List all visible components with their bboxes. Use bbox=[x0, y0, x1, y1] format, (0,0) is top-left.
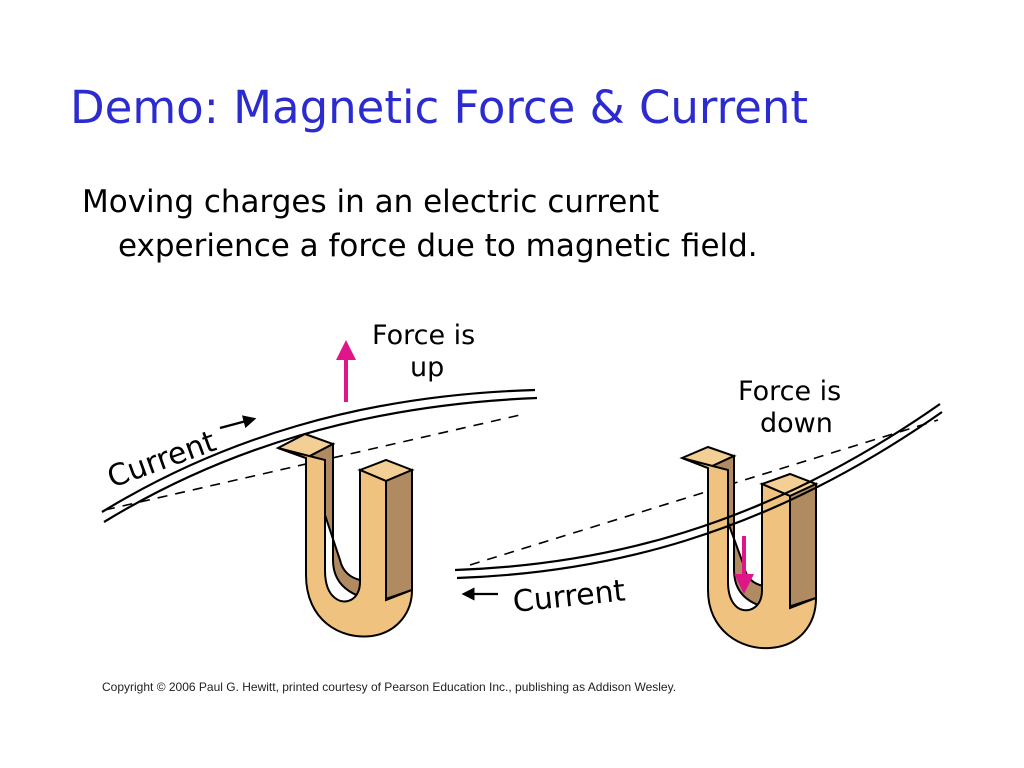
body-line-1: Moving charges in an electric current bbox=[82, 184, 660, 220]
right-force-label-2: down bbox=[760, 408, 833, 439]
left-scene: Force is up Current bbox=[101, 320, 538, 638]
right-horseshoe-magnet bbox=[679, 445, 819, 650]
left-horseshoe-magnet bbox=[275, 432, 415, 638]
left-force-label-2: up bbox=[410, 352, 444, 383]
right-dashed-reference-line bbox=[469, 419, 939, 566]
slide-body: Moving charges in an electric current ex… bbox=[82, 180, 962, 268]
right-scene: Force is down Current bbox=[454, 376, 943, 650]
left-force-label-1: Force is bbox=[372, 320, 475, 351]
right-force-label-1: Force is bbox=[738, 376, 841, 407]
copyright-notice: Copyright © 2006 Paul G. Hewitt, printed… bbox=[102, 680, 677, 694]
slide-title: Demo: Magnetic Force & Current bbox=[70, 81, 808, 134]
right-current-wire bbox=[454, 403, 941, 572]
body-line-2: experience a force due to magnetic field… bbox=[118, 228, 758, 264]
illustration-svg: Force is up Current Force is bbox=[101, 320, 943, 650]
left-current-wire bbox=[101, 388, 536, 513]
magnet-force-illustration: Force is up Current Force is bbox=[0, 290, 1024, 670]
right-current-label: Current bbox=[511, 573, 627, 620]
left-current-label: Current bbox=[103, 424, 221, 496]
left-current-arrow bbox=[219, 415, 257, 430]
